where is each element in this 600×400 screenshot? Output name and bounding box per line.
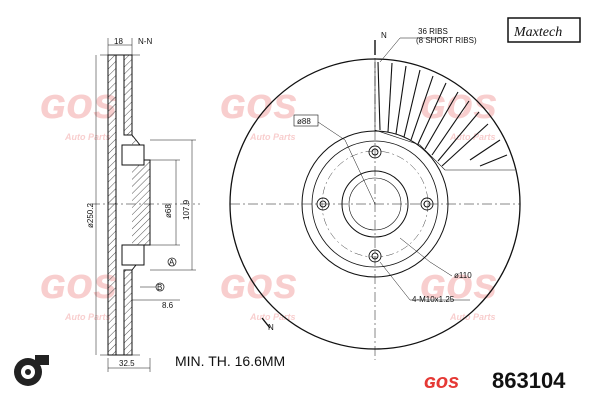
bolt-hole-bottom-inner — [371, 252, 379, 260]
bolt-hole-right — [420, 197, 434, 211]
dim-hub-dia: ø68 — [164, 204, 173, 218]
bolt-hole-section-bottom — [121, 244, 145, 266]
dim-offset: 8.6 — [162, 301, 174, 310]
bolt-hole-top — [368, 145, 382, 159]
bolt-circle-label: ø110 — [454, 271, 472, 280]
ribs-note-1: 36 RIBS — [418, 27, 448, 36]
friction-face-inner-bottom — [123, 269, 133, 356]
bolt-circle-leader — [399, 237, 453, 277]
watermark-text-3: Auto Parts — [449, 132, 496, 142]
dim-outer-dia: ø250.2 — [86, 203, 95, 228]
bolt-hole-left-inner — [319, 200, 327, 208]
gos-logo: ɢos — [424, 371, 459, 393]
watermark-text-6: Auto Parts — [449, 312, 496, 322]
bolt-hole-section-top — [121, 144, 145, 166]
watermark-text-2: Auto Parts — [249, 132, 296, 142]
section-mark-top: N — [381, 31, 387, 40]
min-thickness: MIN. TH. 16.6MM — [175, 353, 285, 369]
bore-leader — [317, 121, 376, 205]
maxtech-logo: Maxtech — [507, 17, 581, 43]
friction-face-outer — [107, 54, 117, 356]
friction-face-inner-top — [123, 54, 133, 136]
bore-label-box — [293, 114, 319, 127]
bolt-circle — [321, 150, 429, 258]
cooling-ribs — [377, 61, 508, 167]
maxtech-logo-text: Maxtech — [513, 25, 562, 40]
part-number: 863104 — [492, 368, 566, 393]
disc-outer-edge — [229, 58, 521, 350]
ribs-leader — [379, 37, 401, 63]
bolt-hole-left — [316, 197, 330, 211]
bolt-hole-top-inner — [371, 148, 379, 156]
watermark-logo-3: ɢos — [420, 79, 498, 128]
hat-inner-circle — [311, 140, 439, 268]
section-view — [90, 38, 200, 372]
section-label: N-N — [138, 37, 152, 46]
dim-width-top: 18 — [114, 37, 123, 46]
watermark-text-5: Auto Parts — [249, 312, 296, 322]
hat-outer-circle — [301, 130, 449, 278]
marker-b-label: B — [157, 283, 162, 292]
center-bore-chamfer — [348, 177, 402, 231]
section-labels: 18 N-N ø250.2 ø68 107.9 8.6 32.5 A B — [86, 37, 191, 368]
watermark-logo-1: ɢos — [40, 79, 118, 128]
watermark-logo-2: ɢos — [220, 79, 298, 128]
bolt-holes — [316, 145, 434, 263]
ribs-note-2: (8 SHORT RIBS) — [416, 36, 477, 45]
dim-height: 107.9 — [182, 199, 191, 220]
front-labels: N N 36 RIBS (8 SHORT RIBS) ø88 ø110 4-M1… — [268, 27, 477, 332]
cutaway-boundary — [374, 62, 515, 171]
bore-dia-label: ø88 — [297, 117, 311, 126]
gos-logo-mark: ɢos — [424, 371, 459, 393]
marker-a-label: A — [169, 258, 175, 267]
center-bore — [341, 170, 409, 238]
bolt-hole-bottom — [368, 249, 382, 263]
bolt-holes-label: 4-M10x1.25 — [412, 295, 455, 304]
front-view — [229, 37, 521, 360]
section-mark-bottom: N — [268, 323, 274, 332]
watermark-logo-4: ɢos — [40, 259, 118, 308]
bolt-hole-right-inner — [423, 200, 431, 208]
watermark-text-4: Auto Parts — [64, 312, 111, 322]
bolt-hole-leader — [379, 261, 470, 301]
watermark-text-1: Auto Parts — [64, 132, 111, 142]
dim-overall: 32.5 — [119, 359, 135, 368]
watermark-group: ɢos ɢos ɢos ɢos ɢos ɢos Auto Parts Auto … — [40, 79, 498, 322]
marker-a-circle — [167, 257, 177, 267]
watermark-logo-5: ɢos — [220, 259, 298, 308]
disc-icon — [14, 355, 49, 386]
